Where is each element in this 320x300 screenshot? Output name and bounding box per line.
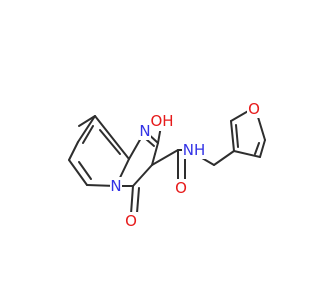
- bond-c3-c3b: [151, 153, 156, 166]
- label-mask-o-furan: [247, 100, 261, 118]
- bond-c4-o-double: [136, 187, 140, 214]
- bond-furan-c5-c4-double: [254, 142, 260, 155]
- molecule-structure-diagram: N N OH O NH O O: [0, 0, 300, 300]
- atom-label-n-bridge: N: [110, 177, 121, 195]
- atom-label-hydroxyl: OH: [150, 112, 173, 130]
- bond-furan-c5-c4: [259, 139, 266, 158]
- bond-furan-c2-c3: [230, 120, 235, 152]
- bond-furan-o-c5: [257, 116, 266, 141]
- canvas-background: [0, 0, 300, 300]
- bond-n1-c2-double: [145, 138, 155, 147]
- label-mask-n-ring: [139, 122, 151, 140]
- atom-label-furan-oxygen: O: [248, 100, 260, 118]
- label-mask-oh: [150, 113, 174, 131]
- bond-nh-ch2: [201, 157, 215, 166]
- label-mask-o-ketone: [124, 212, 138, 230]
- bond-c2-c3: [154, 142, 159, 155]
- bond-methyl: [78, 115, 96, 127]
- bond-c6-c5: [68, 159, 88, 186]
- bond-c9a-c8: [94, 115, 130, 160]
- atom-label-n-ring: N: [139, 122, 150, 140]
- label-mask-n-bridge: [110, 177, 122, 195]
- label-mask-nh: [182, 141, 206, 159]
- bond-furan-c4-c2: [233, 150, 261, 158]
- bond-c8-c7-double: [82, 125, 94, 144]
- atom-label-amide-oxygen: O: [175, 179, 187, 197]
- label-mask-o-amide: [174, 179, 188, 197]
- bond-c7-c6: [68, 141, 79, 161]
- bond-c4-o: [130, 185, 134, 215]
- atom-labels: N N OH O NH O O: [110, 100, 261, 230]
- atom-label-ketone-oxygen: O: [125, 212, 137, 230]
- bond-furan-c3-o: [230, 109, 251, 122]
- atom-label-amide-nh: NH: [183, 141, 206, 159]
- bond-c9a-c8-double: [99, 129, 121, 155]
- bond-furan-c2-c3-double: [235, 124, 239, 148]
- bond-c6-c5-double: [78, 161, 92, 180]
- bond-ch2-furan: [213, 150, 235, 166]
- bond-c3-c4: [132, 164, 153, 187]
- bond-c3-camide: [151, 149, 179, 166]
- bond-c8-c7: [77, 115, 96, 143]
